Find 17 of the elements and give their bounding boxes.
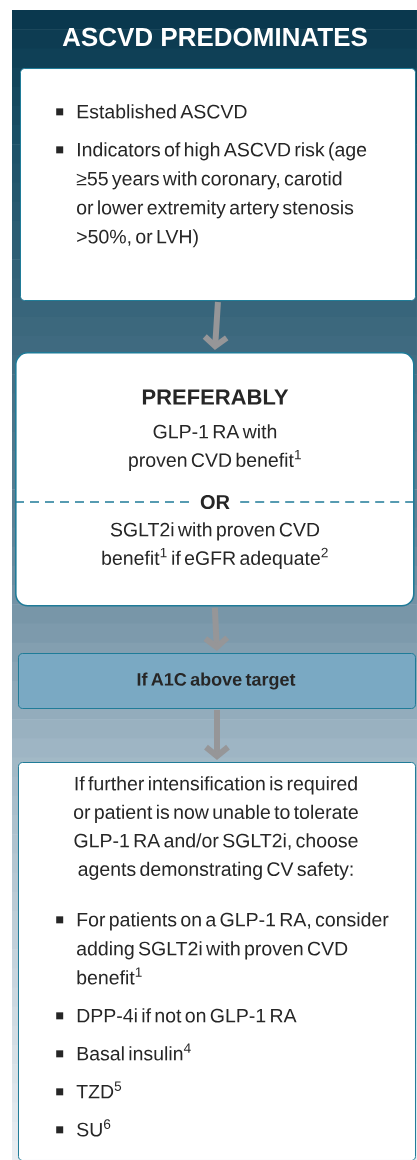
arrow [204, 710, 230, 760]
box-text: SGLT2i with proven CVD benefit$^{1}$ if eGFR adequate$^{2}$ [102, 522, 328, 569]
box-text: GLP-1 RA with proven CVD benefit$^{1}$ [129, 424, 301, 471]
divider-label: OR [200, 494, 230, 510]
list-item: SU$^{6}$ [77, 1119, 111, 1137]
list-item: For patients on a GLP-1 RA, consider adding SGLT2i with proven CVD benefit$^{1}$ [77, 912, 389, 985]
list-item: Indicators of high ASCVD risk (age ≥55 years with coronary, carotid or lower extremity artery stenosis >50%, or LVH) [76, 142, 367, 248]
box-text: If A1C above target [137, 672, 296, 690]
box-text: If further intensification is required or patient is now unable to tolerate GLP-1 RA and/or SGLT2i, choose agents demonstrating CV safety: [74, 776, 358, 880]
list-item: Basal insulin$^{4}$ [77, 1043, 191, 1061]
arrow [202, 301, 229, 350]
heading: ASCVD PREDOMINATES [62, 27, 367, 47]
list-item: TZD$^{5}$ [76, 1081, 122, 1099]
arrow [203, 607, 230, 651]
box-heading: PREFERABLY [142, 389, 289, 405]
list-item: DPP-4i if not on GLP-1 RA [77, 1008, 297, 1023]
list-item: Established ASCVD [77, 104, 247, 119]
